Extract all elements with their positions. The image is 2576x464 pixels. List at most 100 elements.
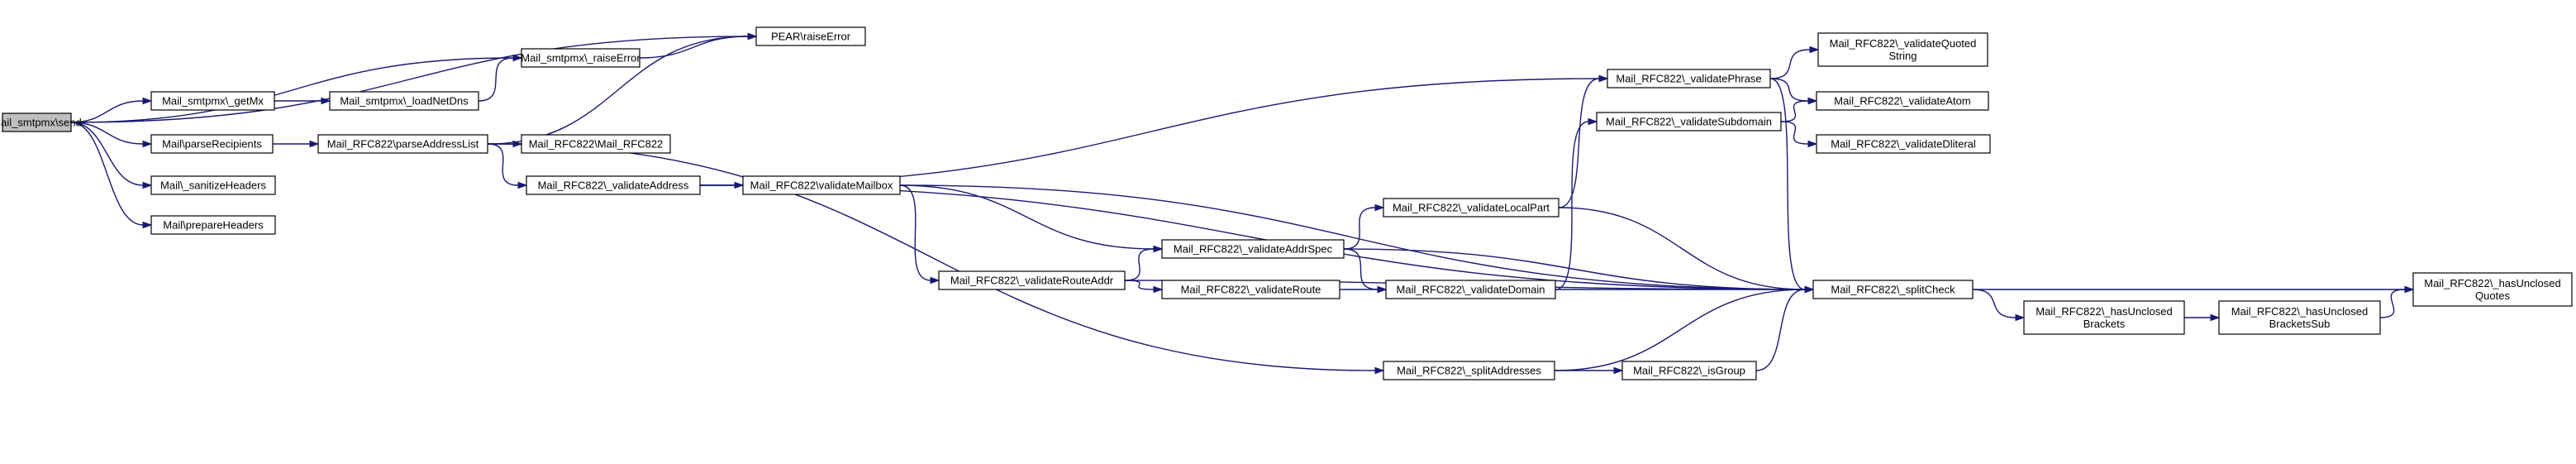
- node-label: Mail\parseRecipients: [162, 138, 262, 151]
- node-isGroup[interactable]: Mail_RFC822\_isGroup: [1621, 361, 1757, 380]
- node-loadNet[interactable]: Mail_smtpmx\_loadNetDns: [329, 91, 479, 111]
- node-prepare[interactable]: Mail\prepareHeaders: [150, 215, 276, 235]
- node-valAddr[interactable]: Mail_RFC822\_validateAddress: [526, 175, 701, 195]
- edge-arrowhead: [2404, 285, 2415, 294]
- node-box: [1621, 361, 1757, 380]
- node-box: [1817, 32, 1988, 67]
- node-label: Brackets: [2083, 318, 2126, 330]
- edge-line: [639, 36, 749, 59]
- edge-line: [1558, 207, 1806, 290]
- node-valRoute[interactable]: Mail_RFC822\_validateRouteAddr: [938, 270, 1126, 290]
- node-box: [1816, 134, 1991, 154]
- node-box: [150, 175, 276, 195]
- node-splitCheck[interactable]: Mail_RFC822\_splitCheck: [1812, 280, 1974, 299]
- node-splitAddr[interactable]: Mail_RFC822\_splitAddresses: [1383, 361, 1555, 380]
- edge-hasBracketsSub-to-hasQuotes: [2379, 285, 2415, 318]
- node-box: [2412, 272, 2573, 307]
- node-send[interactable]: Mail_smtpmx\send: [0, 112, 82, 132]
- edge-valAddrSpec-to-valLocal: [1343, 203, 1385, 250]
- node-ctor[interactable]: Mail_RFC822\Mail_RFC822: [521, 134, 671, 154]
- edge-valAddr-to-splitCheck: [699, 184, 1815, 294]
- node-box: [150, 134, 274, 154]
- edge-arrowhead: [1807, 140, 1818, 148]
- node-label: Mail_RFC822\_validateQuoted: [1830, 37, 1977, 50]
- node-pearRaise[interactable]: PEAR\raiseError: [755, 26, 866, 46]
- edge-valSub-to-valAtom: [1780, 97, 1818, 122]
- edge-isGroup-to-splitCheck: [1755, 285, 1815, 371]
- node-parseAddr[interactable]: Mail_RFC822\parseAddressList: [317, 134, 488, 154]
- node-label: Mail_RFC822\_validateRoute: [1181, 284, 1321, 296]
- node-label: Mail_RFC822\_splitCheck: [1831, 284, 1955, 296]
- node-box: [1383, 198, 1559, 218]
- node-valSub[interactable]: Mail_RFC822\_validateSubdomain: [1596, 112, 1782, 132]
- edge-send-to-parseRec: [70, 122, 153, 148]
- node-parseRec[interactable]: Mail\parseRecipients: [150, 134, 274, 154]
- edge-arrowhead: [142, 221, 153, 229]
- edge-line: [70, 100, 144, 123]
- edge-line: [487, 143, 519, 186]
- node-box: [521, 134, 671, 154]
- node-label: Mail_RFC822\_validatePhrase: [1616, 73, 1761, 85]
- edge-arrowhead: [142, 97, 153, 105]
- node-box: [1816, 91, 1989, 111]
- edge-valAddr-to-valPhrase: [699, 74, 1609, 186]
- node-box: [150, 91, 275, 111]
- node-box: [1161, 239, 1345, 259]
- node-valMailbox[interactable]: Mail_RFC822\validateMailbox: [742, 175, 901, 195]
- edge-line: [1755, 289, 1806, 371]
- node-getMx[interactable]: Mail_smtpmx\_getMx: [150, 91, 275, 111]
- edge-line: [899, 184, 1155, 250]
- node-valAddrSpec[interactable]: Mail_RFC822\_validateAddrSpec: [1161, 239, 1345, 259]
- edge-arrowhead: [1809, 45, 1820, 54]
- node-label: Mail_RFC822\_validateAddress: [538, 179, 689, 192]
- edge-line: [1972, 289, 2017, 318]
- node-valLocal[interactable]: Mail_RFC822\_validateLocalPart: [1383, 198, 1559, 218]
- edge-arrowhead: [2015, 313, 2026, 322]
- node-label: Mail_RFC822\_validateDomain: [1397, 284, 1545, 296]
- node-label: Mail_RFC822\_hasUnclosed: [2231, 305, 2368, 318]
- edge-hasBrackets-to-hasBracketsSub: [2183, 313, 2221, 322]
- node-box: [317, 134, 488, 154]
- edge-getMx-to-loadNet: [274, 97, 331, 105]
- node-valRoute2[interactable]: Mail_RFC822\_validateRoute: [1161, 280, 1340, 299]
- edge-line: [70, 122, 144, 226]
- edge-line: [1554, 289, 1806, 371]
- edge-line: [1343, 248, 1378, 290]
- edge-line: [1558, 78, 1600, 208]
- edge-line: [487, 143, 1376, 371]
- edge-line: [1780, 100, 1809, 122]
- node-box: [2218, 300, 2381, 335]
- edge-loadNet-to-raiseErr: [478, 54, 523, 102]
- node-box: [1596, 112, 1782, 132]
- node-box: [150, 215, 276, 235]
- node-sanitize[interactable]: Mail\_sanitizeHeaders: [150, 175, 276, 195]
- edge-parseAddr-to-splitAddr: [487, 143, 1385, 375]
- edge-arrowhead: [1804, 285, 1815, 294]
- node-valDliteral[interactable]: Mail_RFC822\_validateDliteral: [1816, 134, 1991, 154]
- node-valAtom[interactable]: Mail_RFC822\_validateAtom: [1816, 91, 1989, 111]
- edge-arrowhead: [1613, 366, 1624, 375]
- node-valPhrase[interactable]: Mail_RFC822\_validatePhrase: [1607, 69, 1771, 88]
- edge-line: [1769, 78, 1809, 102]
- edge-valMailbox-to-valRoute: [899, 184, 940, 285]
- edge-arrowhead: [321, 97, 331, 105]
- edge-line: [1124, 280, 1155, 290]
- edge-valSub-to-valDliteral: [1780, 121, 1818, 148]
- node-valDomain[interactable]: Mail_RFC822\_validateDomain: [1385, 280, 1556, 299]
- node-raiseErr[interactable]: Mail_smtpmx\_raiseError: [521, 48, 640, 68]
- node-label: Mail_RFC822\_hasUnclosed: [2424, 277, 2560, 289]
- edge-line: [1769, 78, 1806, 290]
- edge-send-to-raiseErr: [70, 54, 523, 123]
- edge-arrowhead: [1807, 97, 1818, 105]
- node-box: [1607, 69, 1771, 88]
- edge-arrowhead: [1598, 74, 1609, 83]
- edge-send-to-getMx: [70, 97, 153, 123]
- edge-send-to-prepare: [70, 122, 153, 229]
- node-box: [742, 175, 901, 195]
- node-box: [2023, 300, 2185, 335]
